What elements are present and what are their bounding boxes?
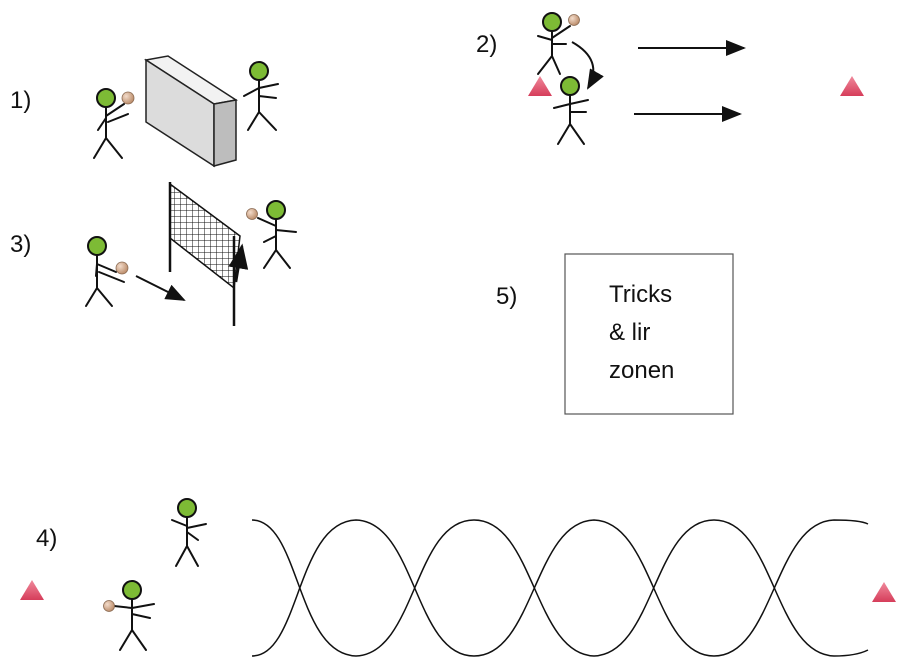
player-1a xyxy=(93,88,129,159)
station-2-label: 2) xyxy=(476,31,497,58)
over-net-arrow xyxy=(228,243,249,283)
weave-line-1 xyxy=(251,519,869,657)
wall-block xyxy=(144,55,238,168)
player-4a xyxy=(171,498,207,567)
cone-2-left xyxy=(528,76,552,96)
tricks-zone-line-1: Tricks xyxy=(609,281,672,308)
station-3-label: 3) xyxy=(10,231,31,258)
station-1-label: 1) xyxy=(10,87,31,114)
station-5-label: 5) xyxy=(496,283,517,310)
ball-3a xyxy=(115,261,129,275)
cone-4-left xyxy=(20,580,44,600)
ball-3b xyxy=(246,208,258,220)
throw-arrow xyxy=(135,275,186,301)
cone-4-right xyxy=(872,582,896,602)
player-1b xyxy=(243,61,279,131)
weave-line-2 xyxy=(251,519,869,657)
tricks-zone-line-2: & lir xyxy=(609,319,650,346)
volleyball-net xyxy=(168,182,241,326)
player-3b xyxy=(257,200,297,269)
player-2a xyxy=(537,12,571,75)
player-2b xyxy=(553,76,589,145)
ball-4 xyxy=(103,600,115,612)
ball-2 xyxy=(568,14,580,26)
cone-2-right xyxy=(840,76,864,96)
ball-1 xyxy=(121,91,135,105)
pass-arrow-curved xyxy=(571,41,604,90)
station-4-label: 4) xyxy=(36,525,57,552)
tricks-zone-box xyxy=(564,253,734,415)
player-4b xyxy=(113,580,155,651)
tricks-zone-line-3: zonen xyxy=(609,357,674,384)
player-3a xyxy=(85,236,125,307)
